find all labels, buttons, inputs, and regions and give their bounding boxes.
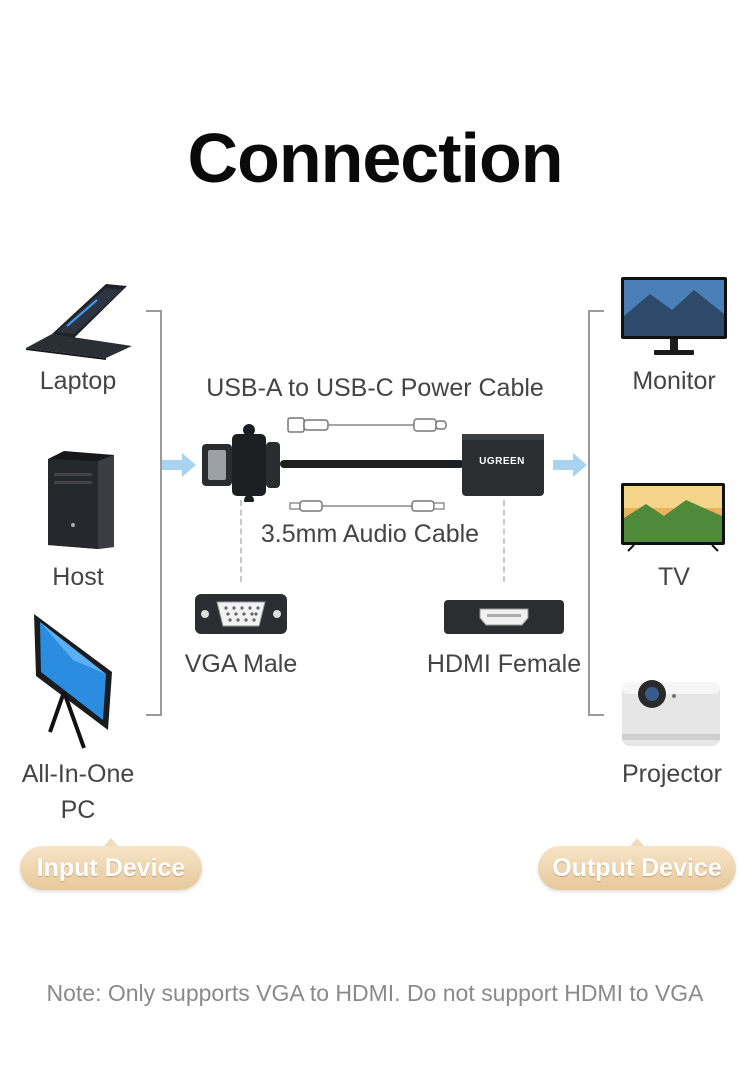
host-label: Host xyxy=(52,563,104,591)
vga-to-hdmi-adapter xyxy=(202,424,544,502)
compatibility-note: Note: Only supports VGA to HDMI. Do not … xyxy=(46,980,704,1006)
monitor-icon xyxy=(621,277,727,355)
ugreen-logo: UGREEN xyxy=(479,456,525,467)
output-tag-pointer xyxy=(630,838,644,846)
laptop-label: Laptop xyxy=(39,367,117,395)
arrow-right-icon xyxy=(553,453,587,477)
hdmi-port-label: HDMI Female xyxy=(426,650,582,678)
desktop-tower-icon xyxy=(48,451,114,549)
projector-label: Projector xyxy=(621,760,723,788)
laptop-icon xyxy=(26,284,132,360)
arrow-right-icon xyxy=(162,453,196,477)
output-device-tag: Output Device xyxy=(538,846,736,890)
input-bracket xyxy=(146,310,162,716)
tv-icon xyxy=(621,483,725,552)
output-bracket xyxy=(588,310,604,716)
all-in-one-pc-icon xyxy=(34,614,112,749)
all-in-one-label-2: PC xyxy=(60,796,96,824)
projector-icon xyxy=(622,680,720,746)
vga-port-icon xyxy=(195,594,287,634)
page-title: Connection xyxy=(187,119,564,197)
input-tag-pointer xyxy=(104,838,118,846)
input-device-tag: Input Device xyxy=(20,846,202,890)
tv-label: TV xyxy=(658,563,690,591)
hdmi-callout-line xyxy=(503,500,505,582)
all-in-one-label: All-In-One xyxy=(21,760,135,788)
vga-callout-line xyxy=(240,500,242,582)
power-cable-label: USB-A to USB-C Power Cable xyxy=(206,374,544,402)
monitor-label: Monitor xyxy=(632,367,716,395)
hdmi-port-icon xyxy=(444,600,564,634)
audio-cable-icon xyxy=(289,500,445,512)
usb-power-cable-icon xyxy=(287,417,447,433)
audio-cable-label: 3.5mm Audio Cable xyxy=(260,520,480,548)
vga-port-label: VGA Male xyxy=(184,650,298,678)
